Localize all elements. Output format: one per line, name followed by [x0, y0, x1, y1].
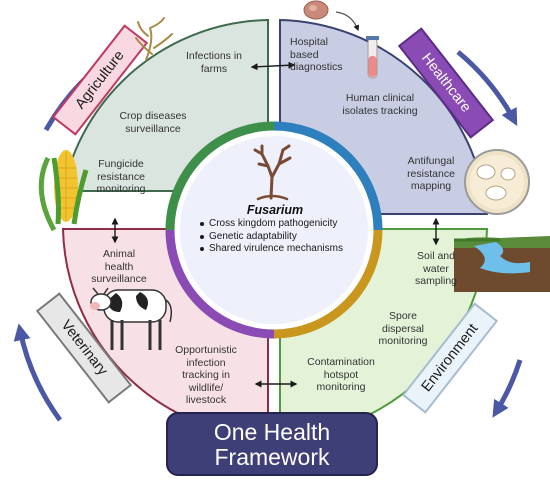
- tag-agriculture-box: [51, 24, 149, 136]
- arrow-farms-hospital: [250, 61, 296, 71]
- trait-item: Genetic adaptability: [200, 231, 343, 244]
- dry-plant-icon: [135, 17, 173, 61]
- ring-segment-healthcare: [273, 121, 383, 231]
- connectors: [111, 61, 440, 388]
- petri-dish-icon: [464, 149, 530, 215]
- cycle-arrow-bottom-right: [492, 359, 523, 418]
- trait-item: Cross kingdom pathogenicity: [200, 218, 343, 231]
- ring-segment-environment: [273, 229, 383, 339]
- test-tube-icon: [366, 36, 379, 79]
- organism-traits-list: Cross kingdom pathogenicity Genetic adap…: [197, 218, 343, 256]
- organism-name: Fusarium: [246, 203, 304, 217]
- cycle-arrow-bottom-left: [13, 323, 63, 422]
- cow-icon: [90, 287, 173, 350]
- trait-item: Shared virulence mechanisms: [200, 243, 343, 254]
- ring-segment-veterinary: [165, 229, 275, 339]
- tag-veterinary-box: [35, 292, 133, 404]
- inner-disc: [180, 136, 368, 324]
- tag-environment-box: [401, 302, 499, 414]
- river-landscape-icon: [454, 236, 550, 292]
- ring-segment-agriculture: [165, 121, 275, 231]
- tag-healthcare-box: [397, 27, 495, 139]
- corn-icon: [38, 150, 89, 232]
- inner-ring: [165, 121, 383, 339]
- hospital-organ-icon: [303, 0, 360, 32]
- fungus-tree-icon: [253, 144, 292, 201]
- cycle-arrow-top-right: [456, 50, 518, 126]
